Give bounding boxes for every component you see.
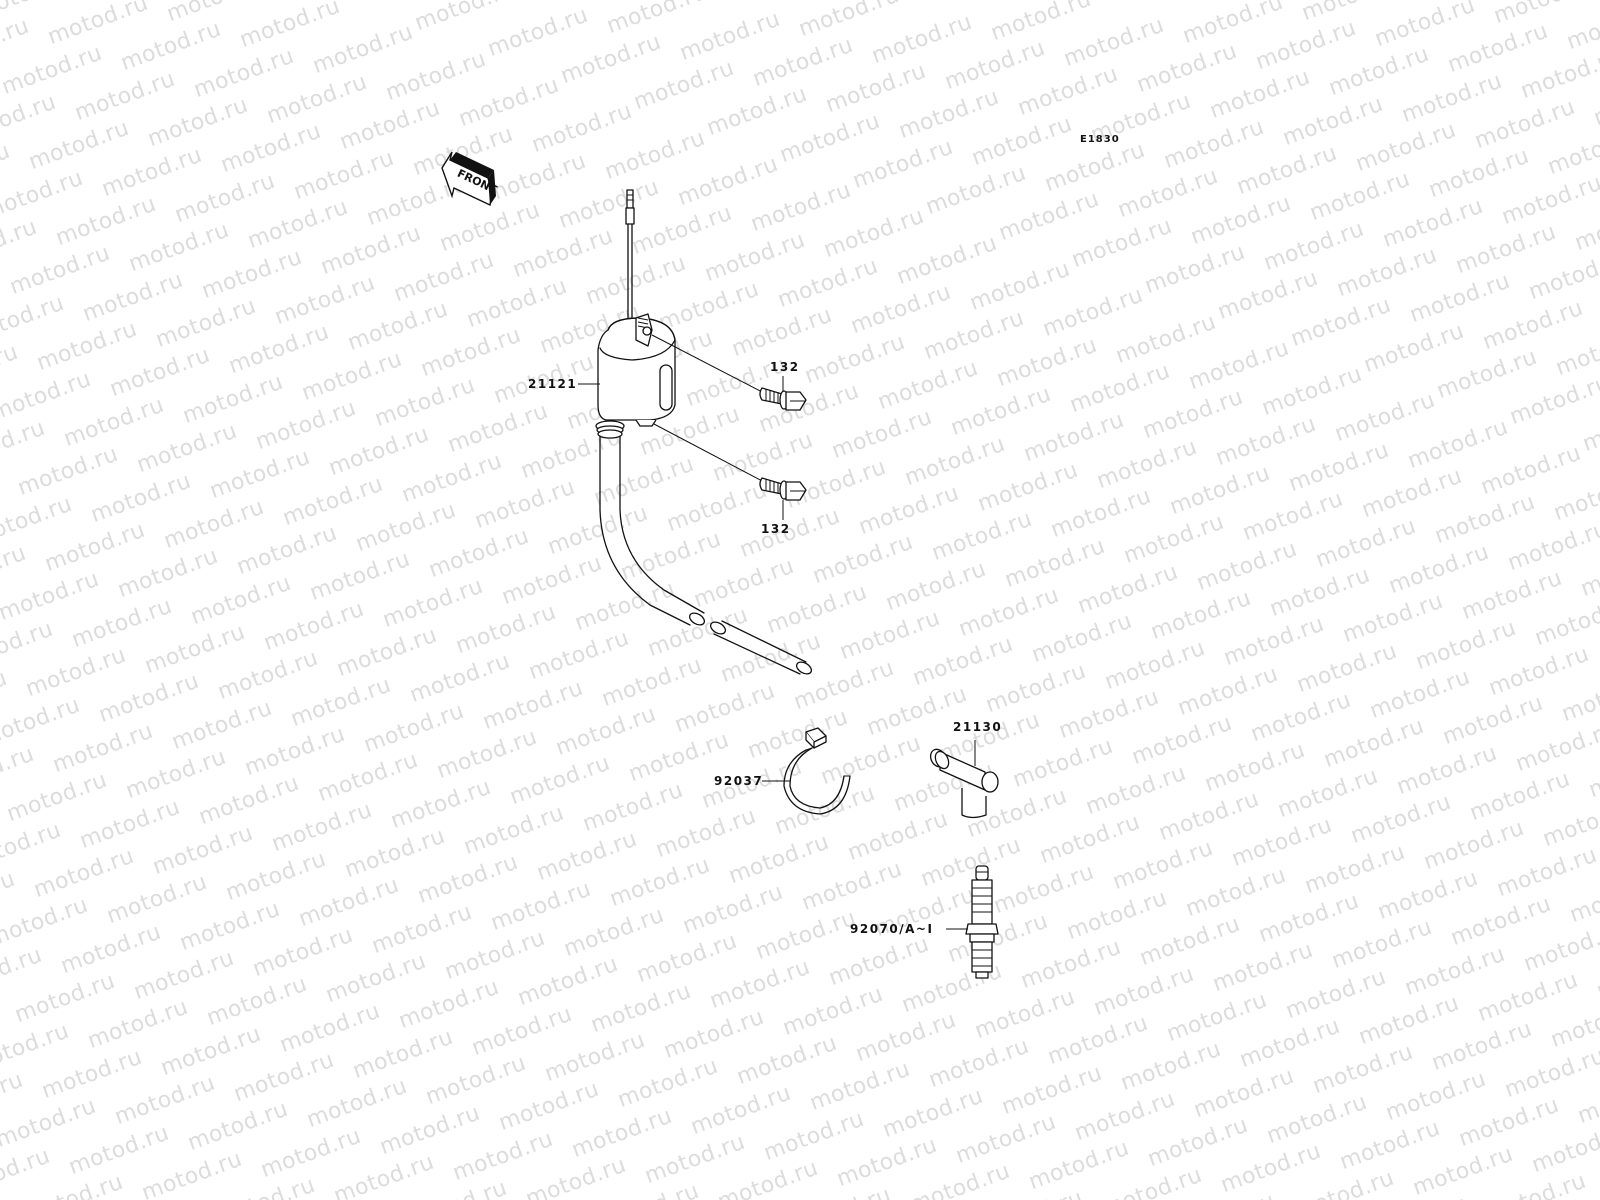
part-label-21130[interactable]: 21130: [953, 720, 1003, 734]
part-label-132-lower[interactable]: 132: [761, 522, 791, 536]
part-label-132-upper[interactable]: 132: [770, 360, 800, 374]
plug-cap-drawing: [929, 748, 999, 819]
part-label-21121[interactable]: 21121: [528, 377, 578, 391]
diagram-reference-code: E1830: [1080, 134, 1120, 145]
spark-plug-drawing: [965, 865, 999, 979]
part-label-92037[interactable]: 92037: [714, 774, 764, 788]
bolt-lower-drawing: [759, 477, 807, 501]
ignition-coil-drawing: [595, 189, 813, 675]
front-arrow-icon: FRONT: [441, 151, 499, 207]
cable-clamp-drawing: [783, 727, 851, 815]
bolt-upper-drawing: [759, 387, 807, 411]
part-label-92070[interactable]: 92070/A~I: [850, 922, 934, 936]
leader-lines: [578, 376, 976, 930]
